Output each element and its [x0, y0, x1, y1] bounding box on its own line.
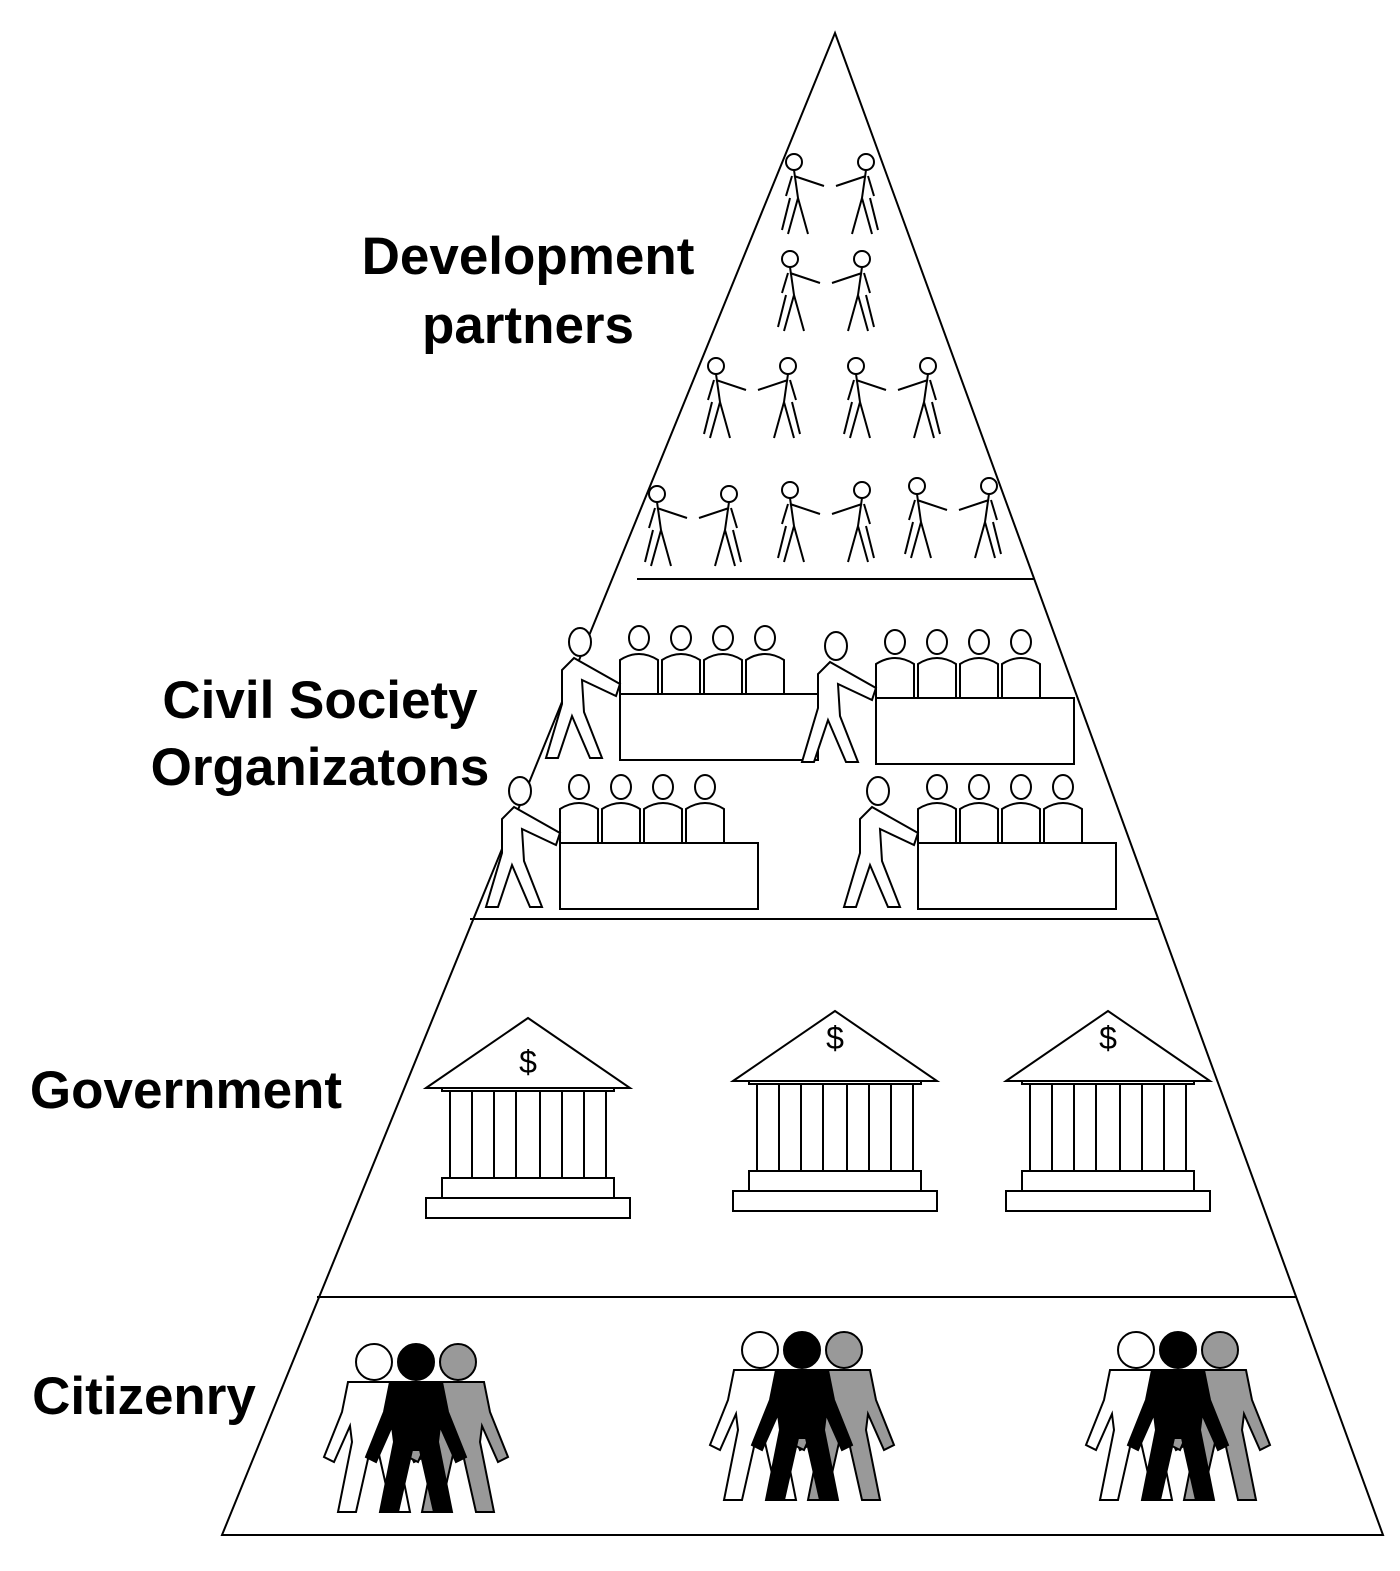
tier-label-development-partners-line1: Development [362, 227, 695, 286]
tier-civil-society: Civil Society Organizatons [151, 625, 1117, 910]
bank-building-icon: $ [425, 1017, 631, 1219]
tier-label-civil-society-line1: Civil Society [162, 671, 478, 730]
tier-development-partners: Development partners [362, 153, 1002, 567]
currency-symbol: $ [826, 1020, 844, 1056]
currency-symbol: $ [519, 1044, 537, 1080]
bank-building-icon: $ [1005, 1010, 1211, 1212]
bank-building-icon: $ [732, 1010, 938, 1212]
tier-citizenry: Citizenry [32, 1331, 1271, 1513]
tier-label-civil-society-line2: Organizatons [151, 738, 490, 797]
currency-symbol: $ [1099, 1020, 1117, 1056]
tier-label-development-partners-line2: partners [422, 296, 634, 355]
tier-government: Government $ $ $ [30, 1010, 1211, 1219]
tier-label-government: Government [30, 1061, 342, 1120]
tier-label-citizenry: Citizenry [32, 1367, 256, 1426]
